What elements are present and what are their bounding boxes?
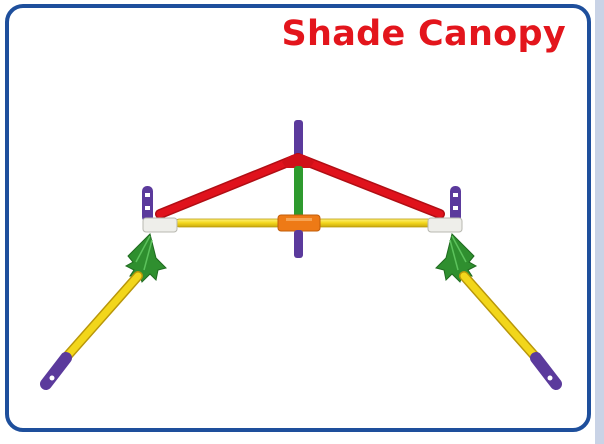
red-hub-connector bbox=[282, 154, 314, 168]
yellow-right-rod bbox=[317, 218, 433, 228]
left-foot-purple-rod bbox=[40, 352, 72, 390]
right-post-hole bbox=[453, 193, 458, 197]
orange-connector-highlight bbox=[286, 218, 312, 221]
left-post-hole bbox=[145, 206, 150, 210]
right-white-connector bbox=[427, 217, 463, 233]
red-left-rod-face bbox=[156, 154, 302, 218]
left-white-connector bbox=[142, 217, 178, 233]
orange-center-connector bbox=[277, 214, 321, 232]
window-edge-strip bbox=[595, 0, 604, 444]
left-purple-post bbox=[142, 186, 153, 222]
diagram-title: Shade Canopy bbox=[281, 14, 566, 54]
left-post-hole bbox=[145, 193, 150, 197]
left-leg-face bbox=[58, 272, 142, 366]
yellow-left-rod bbox=[175, 218, 281, 228]
red-right-rod-face bbox=[294, 154, 444, 218]
right-leg-face bbox=[460, 272, 544, 366]
right-green-connector bbox=[435, 233, 478, 283]
right-post-hole bbox=[453, 206, 458, 210]
top-purple-rod bbox=[294, 120, 303, 160]
bottom-purple-rod bbox=[294, 230, 303, 258]
right-purple-post bbox=[450, 186, 461, 222]
center-green-rod bbox=[294, 166, 303, 218]
right-foot-purple-rod bbox=[530, 352, 562, 390]
left-green-connector bbox=[124, 233, 167, 283]
